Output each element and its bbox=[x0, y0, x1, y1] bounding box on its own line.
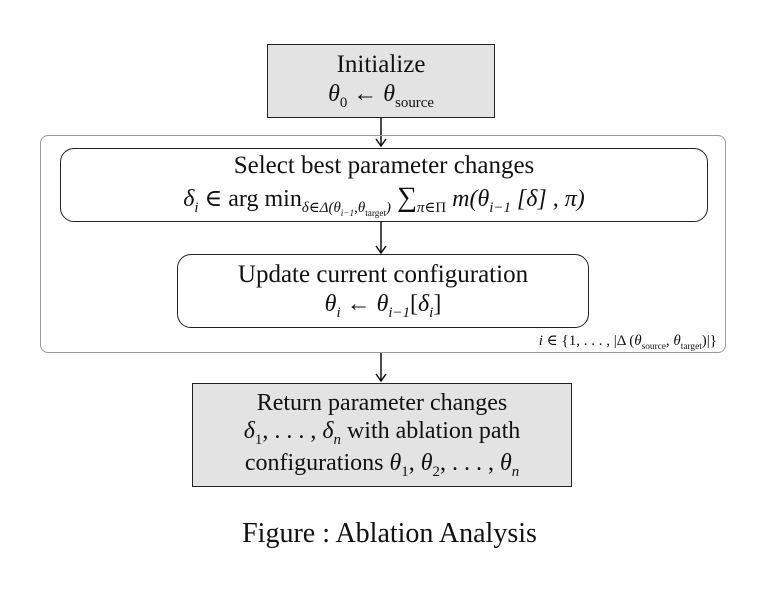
initialize-node: Initialize θ0 ← θsource bbox=[267, 44, 495, 118]
figure-caption: Figure : Ablation Analysis bbox=[242, 518, 537, 549]
loop-iteration-label: i ∈ {1, . . . , |Δ (θsource, θtarget)|} bbox=[538, 333, 717, 352]
arrow-initialize-to-select bbox=[375, 118, 387, 148]
update-formula: θi ← θi−1[δi] bbox=[324, 290, 442, 321]
return-line-1: Return parameter changes bbox=[256, 389, 508, 416]
update-node: Update current configuration θi ← θi−1[δ… bbox=[177, 254, 589, 328]
return-line-3: configurations θ1, θ2, . . . , θn bbox=[244, 450, 520, 480]
arrow-select-to-update bbox=[375, 222, 387, 255]
arrow-loop-to-return bbox=[375, 353, 387, 383]
select-formula: δi ∈ arg minδ∈Δ(θi−1,θtarget) ∑π∈Π m(θi−… bbox=[183, 181, 585, 218]
initialize-formula: θ0 ← θsource bbox=[328, 80, 434, 111]
select-node: Select best parameter changes δi ∈ arg m… bbox=[60, 148, 708, 222]
select-title: Select best parameter changes bbox=[233, 152, 535, 180]
loop-container bbox=[40, 135, 726, 353]
update-title: Update current configuration bbox=[237, 261, 529, 289]
return-node: Return parameter changes δ1, . . . , δn … bbox=[192, 383, 572, 487]
initialize-title: Initialize bbox=[336, 51, 426, 79]
return-line-2: δ1, . . . , δn with ablation path bbox=[243, 417, 521, 448]
